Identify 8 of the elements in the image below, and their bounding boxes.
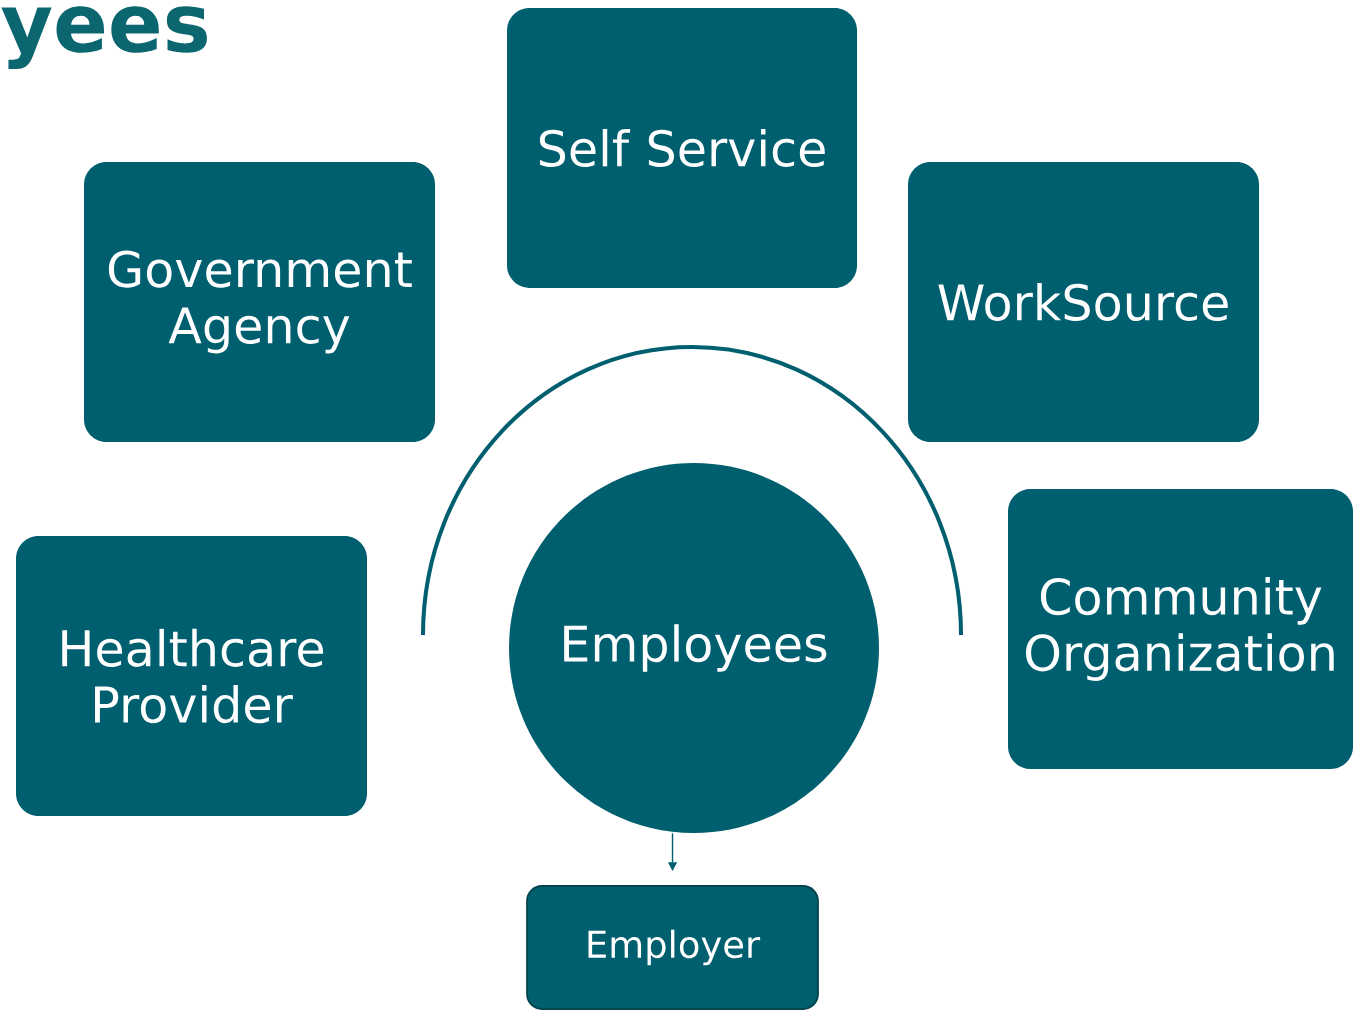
circle-node: Employees bbox=[509, 463, 879, 833]
rounded-box: Healthcare Provider bbox=[16, 536, 367, 816]
rounded-box: Employer bbox=[526, 885, 819, 1010]
heading: yees bbox=[1, 6, 207, 70]
rounded-box: Self Service bbox=[507, 8, 857, 288]
rounded-box: Community Organization bbox=[1008, 489, 1353, 769]
rounded-box: Government Agency bbox=[84, 162, 435, 442]
rounded-box: WorkSource bbox=[908, 162, 1259, 442]
